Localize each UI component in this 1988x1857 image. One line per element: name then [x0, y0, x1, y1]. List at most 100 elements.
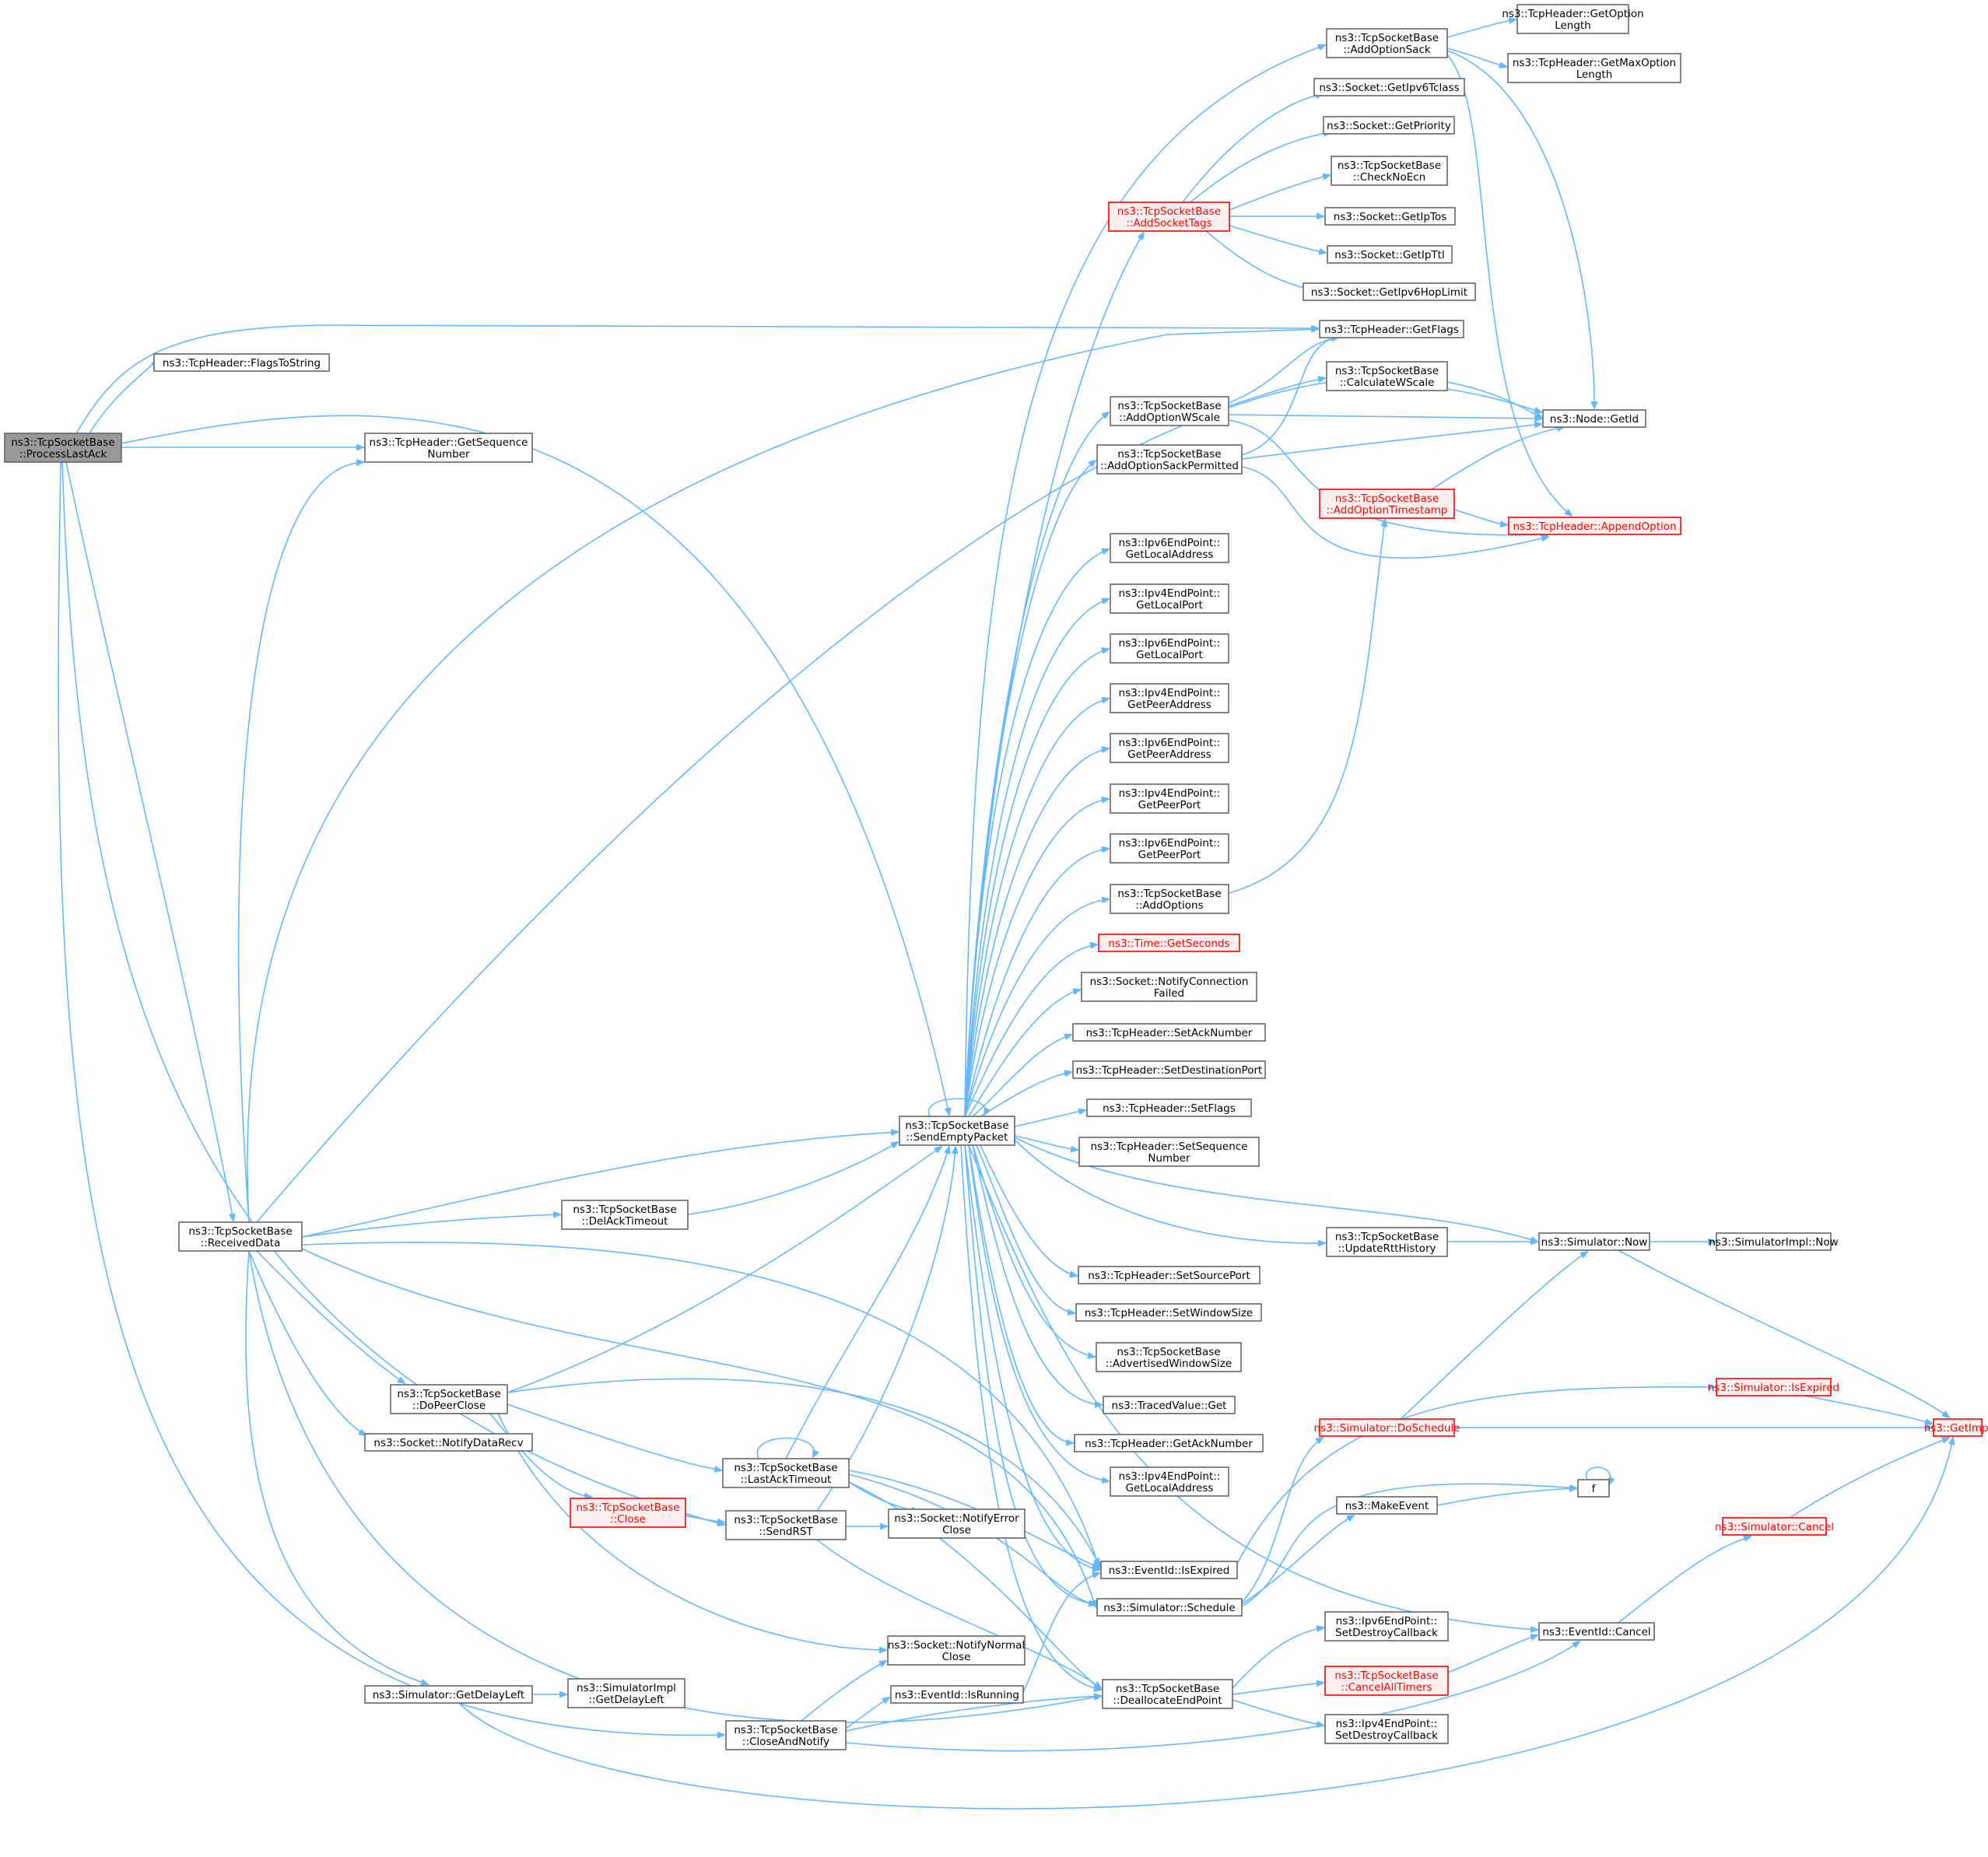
- node-label: ::AddOptionSackPermitted: [1100, 460, 1239, 472]
- node-addoptions[interactable]: ns3::TcpSocketBase::AddOptions: [1110, 884, 1229, 914]
- node-simimpl_getdelayleft[interactable]: ns3::SimulatorImpl::GetDelayLeft: [567, 1678, 685, 1708]
- node-setacknumber[interactable]: ns3::TcpHeader::SetAckNumber: [1072, 1023, 1266, 1042]
- node-sendrst[interactable]: ns3::TcpSocketBase::SendRST: [725, 1510, 847, 1540]
- node-root[interactable]: ns3::TcpSocketBase::ProcessLastAck: [4, 433, 122, 463]
- node-simulator_schedule[interactable]: ns3::Simulator::Schedule: [1096, 1598, 1243, 1617]
- node-simulator_now[interactable]: ns3::Simulator::Now: [1538, 1232, 1650, 1251]
- node-box: [570, 1498, 686, 1528]
- edge-receiveddata-to-notifydatarecv: [248, 1250, 366, 1435]
- edge-simulator_schedule-to-f: [1241, 1483, 1576, 1607]
- node-ipv4_getlocaladdress[interactable]: ns3::Ipv4EndPoint::GetLocalAddress: [1110, 1466, 1229, 1497]
- node-label: ns3::TcpHeader::GetFlags: [1324, 324, 1459, 336]
- node-label: ns3::TcpHeader::GetSequence: [370, 436, 528, 449]
- node-updatertthistory[interactable]: ns3::TcpSocketBase::UpdateRttHistory: [1326, 1227, 1448, 1257]
- node-ipv6_getlocaladdress[interactable]: ns3::Ipv6EndPoint::GetLocalAddress: [1110, 533, 1229, 563]
- node-receiveddata[interactable]: ns3::TcpSocketBase::ReceivedData: [178, 1221, 303, 1252]
- node-flagstostring[interactable]: ns3::TcpHeader::FlagsToString: [153, 353, 330, 372]
- node-addoptionsack[interactable]: ns3::TcpSocketBase::AddOptionSack: [1326, 28, 1448, 58]
- node-simimpl_now[interactable]: ns3::SimulatorImpl::Now: [1709, 1232, 1839, 1251]
- node-setflags[interactable]: ns3::TcpHeader::SetFlags: [1086, 1098, 1252, 1117]
- node-advertisedwindowsize[interactable]: ns3::TcpSocketBase::AdvertisedWindowSize: [1096, 1342, 1242, 1372]
- node-calculatewscale[interactable]: ns3::TcpSocketBase::CalculateWScale: [1326, 361, 1448, 391]
- edge-addoptionsackpermitted-to-node_getid: [1241, 424, 1541, 460]
- node-label: ::ReceivedData: [201, 1237, 281, 1249]
- node-time_getseconds[interactable]: ns3::Time::GetSeconds: [1098, 934, 1240, 952]
- node-addoptionsackpermitted[interactable]: ns3::TcpSocketBase::AddOptionSackPermitt…: [1096, 444, 1243, 475]
- edge-sendemptypacket-to-setacknumber: [972, 1035, 1071, 1117]
- node-label: ns3::Socket::GetIpv6Tclass: [1319, 82, 1459, 94]
- node-ipv6_setdestroycallback[interactable]: ns3::Ipv6EndPoint::SetDestroyCallback: [1324, 1611, 1449, 1642]
- node-getipv6tclass[interactable]: ns3::Socket::GetIpv6Tclass: [1313, 78, 1465, 96]
- node-label: ns3::Socket::GetPriority: [1327, 120, 1451, 132]
- node-checknoecn[interactable]: ns3::TcpSocketBase::CheckNoEcn: [1331, 156, 1448, 186]
- node-setdestinationport[interactable]: ns3::TcpHeader::SetDestinationPort: [1072, 1060, 1266, 1079]
- node-label: ::CancelAllTimers: [1341, 1681, 1432, 1694]
- node-box: [1074, 1434, 1264, 1452]
- node-label: Number: [1148, 1152, 1190, 1165]
- node-notifydatarecv[interactable]: ns3::Socket::NotifyDataRecv: [364, 1433, 533, 1452]
- edge-dopeerclose-to-sendemptypacket: [507, 1147, 941, 1393]
- node-getiptos[interactable]: ns3::Socket::GetIpTos: [1324, 207, 1456, 226]
- node-setwindowsize[interactable]: ns3::TcpHeader::SetWindowSize: [1075, 1303, 1262, 1322]
- edge-sendemptypacket-to-setflags: [1014, 1110, 1085, 1127]
- node-ipv6_getpeerport[interactable]: ns3::Ipv6EndPoint::GetPeerPort: [1110, 833, 1229, 864]
- node-label: ns3::TracedValue::Get: [1112, 1400, 1227, 1412]
- node-simulator_isexpired[interactable]: ns3::Simulator::IsExpired: [1708, 1378, 1839, 1396]
- node-eventid_isrunning[interactable]: ns3::EventId::IsRunning: [890, 1685, 1024, 1704]
- node-deallocateendpoint[interactable]: ns3::TcpSocketBase::DeallocateEndPoint: [1102, 1679, 1233, 1709]
- node-addoptiontimestamp[interactable]: ns3::TcpSocketBase::AddOptionTimestamp: [1319, 489, 1455, 519]
- node-ipv4_getpeerport[interactable]: ns3::Ipv4EndPoint::GetPeerPort: [1110, 783, 1229, 814]
- edge-simulator_isexpired-to-getimpl: [1804, 1395, 1932, 1424]
- node-ipv6_getpeeraddress[interactable]: ns3::Ipv6EndPoint::GetPeerAddress: [1110, 733, 1229, 763]
- node-dopeerclose[interactable]: ns3::TcpSocketBase::DoPeerClose: [390, 1384, 508, 1414]
- edge-sendemptypacket-to-addoptions: [964, 899, 1109, 1117]
- node-ipv4_getlocalport[interactable]: ns3::Ipv4EndPoint::GetLocalPort: [1110, 583, 1229, 614]
- node-close[interactable]: ns3::TcpSocketBase::Close: [570, 1498, 686, 1528]
- node-getpriority[interactable]: ns3::Socket::GetPriority: [1323, 116, 1455, 135]
- node-label: ns3::TcpHeader::AppendOption: [1513, 520, 1676, 533]
- node-eventid_cancel[interactable]: ns3::EventId::Cancel: [1538, 1622, 1655, 1641]
- node-getipttl[interactable]: ns3::Socket::GetIpTtl: [1327, 245, 1453, 264]
- node-ipv6_getlocalport[interactable]: ns3::Ipv6EndPoint::GetLocalPort: [1110, 633, 1229, 664]
- node-node_getid[interactable]: ns3::Node::GetId: [1542, 409, 1646, 428]
- node-ipv4_getpeeraddress[interactable]: ns3::Ipv4EndPoint::GetPeerAddress: [1110, 683, 1229, 713]
- edge-eventid_isrunning-to-eventid_isexpired: [1022, 1573, 1099, 1693]
- node-tracedvalue_get[interactable]: ns3::TracedValue::Get: [1103, 1396, 1236, 1414]
- node-getipv6hoplimit[interactable]: ns3::Socket::GetIpv6HopLimit: [1303, 282, 1476, 301]
- node-simulator_cancel[interactable]: ns3::Simulator::Cancel: [1715, 1517, 1834, 1536]
- node-setsourceport[interactable]: ns3::TcpHeader::SetSourcePort: [1078, 1266, 1260, 1284]
- node-box: [1108, 201, 1230, 232]
- node-box: [1326, 28, 1448, 58]
- node-box: [1096, 444, 1243, 475]
- node-box: [1081, 972, 1257, 1002]
- node-addoptionwscale[interactable]: ns3::TcpSocketBase::AddOptionWScale: [1110, 396, 1229, 426]
- node-sendemptypacket[interactable]: ns3::TcpSocketBase::SendEmptyPacket: [899, 1116, 1015, 1146]
- node-cancelalltimers[interactable]: ns3::TcpSocketBase::CancelAllTimers: [1324, 1666, 1449, 1696]
- node-appendoption[interactable]: ns3::TcpHeader::AppendOption: [1508, 517, 1681, 535]
- node-box: [899, 1116, 1015, 1146]
- node-ipv4_setdestroycallback[interactable]: ns3::Ipv4EndPoint::SetDestroyCallback: [1324, 1714, 1449, 1744]
- node-getimpl[interactable]: ns3::GetImpl: [1924, 1418, 1988, 1437]
- node-box: [364, 433, 533, 463]
- node-f[interactable]: f: [1577, 1479, 1610, 1498]
- node-lastacktimeout[interactable]: ns3::TcpSocketBase::LastAckTimeout: [722, 1458, 850, 1488]
- node-simulator_doschedule[interactable]: ns3::Simulator::DoSchedule: [1314, 1418, 1460, 1437]
- node-getdelayleft[interactable]: ns3::Simulator::GetDelayLeft: [364, 1685, 533, 1704]
- node-eventid_isexpired[interactable]: ns3::EventId::IsExpired: [1100, 1561, 1238, 1579]
- node-makeevent[interactable]: ns3::MakeEvent: [1336, 1496, 1438, 1515]
- node-addsockettags[interactable]: ns3::TcpSocketBase::AddSocketTags: [1108, 201, 1230, 232]
- node-label: GetPeerAddress: [1127, 699, 1211, 711]
- node-delacktimeout[interactable]: ns3::TcpSocketBase::DelAckTimeout: [561, 1200, 689, 1230]
- node-getacknumber[interactable]: ns3::TcpHeader::GetAckNumber: [1074, 1434, 1264, 1452]
- node-box: [1072, 1060, 1266, 1079]
- node-box: [1100, 1561, 1238, 1579]
- node-getflags[interactable]: ns3::TcpHeader::GetFlags: [1319, 320, 1464, 338]
- node-closeandnotify[interactable]: ns3::TcpSocketBase::CloseAndNotify: [725, 1720, 847, 1750]
